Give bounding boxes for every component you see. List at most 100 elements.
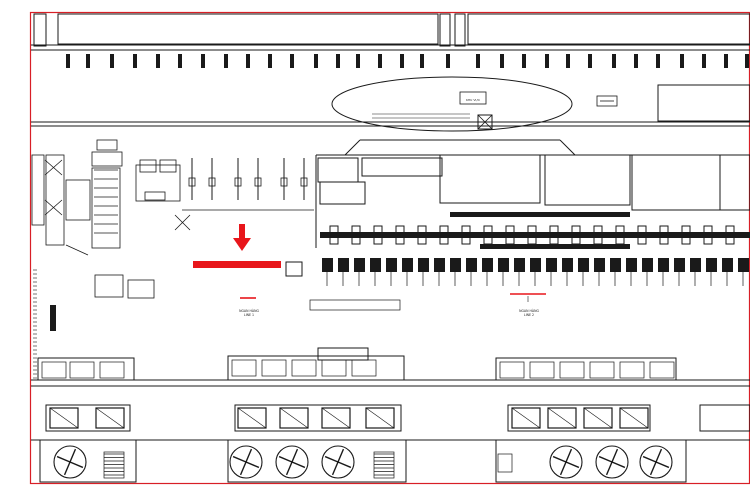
equipment-cell	[365, 407, 395, 429]
column-bollard	[356, 54, 360, 68]
ventilation-fan-icon	[321, 445, 355, 479]
oval-area: KHU VỰC	[331, 76, 573, 132]
conveyor-module	[725, 225, 735, 245]
ventilation-fan-icon	[549, 445, 583, 479]
column-bollard	[545, 54, 549, 68]
zone-a-sublabel: LINE 1	[244, 313, 254, 317]
cell-diagonal	[95, 407, 125, 429]
conveyor-module	[703, 225, 713, 245]
loading-station	[386, 258, 397, 272]
lower-stairs	[103, 451, 513, 479]
equipment-cell	[619, 407, 649, 429]
cell-diagonal	[321, 407, 351, 429]
column-bollard	[66, 54, 70, 68]
loading-station	[466, 258, 477, 272]
equipment-cell	[237, 407, 267, 429]
edge-marker	[50, 305, 56, 331]
equipment-cell	[95, 407, 125, 429]
cell-diagonal	[237, 407, 267, 429]
zone-b-label: NGAN HÀNG	[519, 308, 539, 313]
stand-box	[208, 177, 216, 187]
zone-b-sublabel: LINE 2	[524, 313, 534, 317]
lower-room	[499, 361, 525, 379]
conveyor-module	[505, 225, 515, 245]
loading-station	[514, 258, 525, 272]
conveyor-track	[320, 232, 750, 238]
column-bollard	[634, 54, 638, 68]
column-bollard	[500, 54, 504, 68]
conveyor-line	[285, 212, 750, 311]
highlight-zone-a: NGAN HÀNG LINE 1	[193, 224, 281, 317]
column-bollard	[680, 54, 684, 68]
highlight-zone-b: NGAN HÀNG LINE 2	[510, 293, 546, 317]
lower-room	[649, 361, 675, 379]
column-bollard	[588, 54, 592, 68]
arrow-sign	[596, 95, 618, 107]
ventilation-fan-icon	[639, 445, 673, 479]
control-cabinet	[285, 261, 303, 277]
column-bollard	[724, 54, 728, 68]
loading-station	[482, 258, 493, 272]
oval-label: KHU VỰC	[466, 98, 480, 102]
cell-diagonal	[279, 407, 309, 429]
lower-room	[69, 361, 95, 379]
loading-station	[530, 258, 541, 272]
column-bollard	[268, 54, 272, 68]
down-arrow-icon	[233, 224, 251, 251]
conveyor-module	[417, 225, 427, 245]
loading-station	[658, 258, 669, 272]
column-bollard	[656, 54, 660, 68]
left-stair-hatching	[94, 169, 118, 234]
column-bollard	[201, 54, 205, 68]
column-bollard	[612, 54, 616, 68]
stand-box	[254, 177, 262, 187]
conveyor-module	[461, 225, 471, 245]
drawing-border	[29, 11, 750, 485]
stand-box	[280, 177, 288, 187]
conveyor-module	[351, 225, 361, 245]
column-bollard	[378, 54, 382, 68]
ventilation-fan-icon	[229, 445, 263, 479]
lower-room	[291, 359, 317, 377]
column-bollard	[400, 54, 404, 68]
conveyor-module	[483, 225, 493, 245]
conveyor-module	[659, 225, 669, 245]
column-bollard	[246, 54, 250, 68]
lower-room	[261, 359, 287, 377]
ventilation-fan-icon	[53, 445, 87, 479]
column-bollard	[336, 54, 340, 68]
loading-station	[418, 258, 429, 272]
conveyor-module	[395, 225, 405, 245]
conveyor-module	[373, 225, 383, 245]
stand-box	[234, 177, 242, 187]
lower-room	[529, 361, 555, 379]
stand-box	[188, 177, 196, 187]
column-bollard	[290, 54, 294, 68]
loading-station	[562, 258, 573, 272]
cell-diagonal	[583, 407, 613, 429]
lower-equipment-cells	[41, 359, 675, 429]
stand-box	[300, 177, 308, 187]
conveyor-track-return	[480, 244, 630, 249]
lower-room	[41, 361, 67, 379]
equipment-stands	[182, 158, 314, 211]
column-bollard	[745, 54, 749, 68]
column-bollard	[420, 54, 424, 68]
column-bollard	[156, 54, 160, 68]
loading-station	[546, 258, 557, 272]
lower-room	[559, 361, 585, 379]
equipment-cell	[511, 407, 541, 429]
conveyor-module	[527, 225, 537, 245]
right-room-box	[657, 84, 750, 122]
loading-station	[706, 258, 717, 272]
lower-stair-hatching	[104, 453, 394, 476]
column-bollard	[522, 54, 526, 68]
equipment-cell	[547, 407, 577, 429]
lower-room	[321, 359, 347, 377]
equipment-cell	[583, 407, 613, 429]
column-bollard	[224, 54, 228, 68]
column-bollard	[566, 54, 570, 68]
loading-station	[690, 258, 701, 272]
